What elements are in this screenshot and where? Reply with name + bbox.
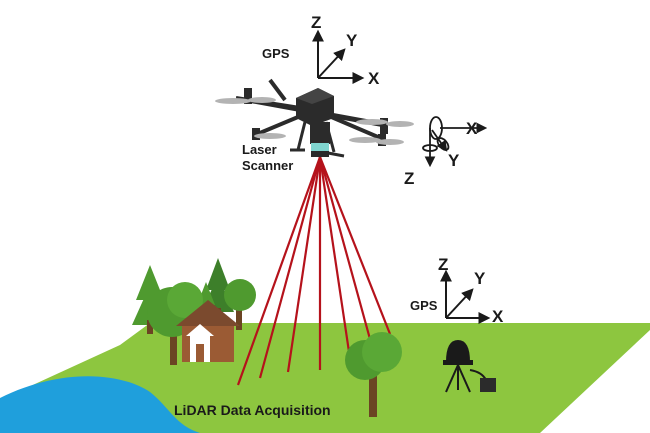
gps-base-station-icon — [443, 340, 496, 393]
ground-axes — [440, 269, 491, 324]
drone-axis-y: Y — [346, 31, 358, 50]
laser-beam — [318, 156, 392, 335]
drone-axes — [312, 29, 365, 84]
laser-beam — [286, 156, 322, 373]
laser-beam — [258, 156, 322, 379]
diagram-caption: LiDAR Data Acquisition — [174, 402, 331, 418]
water-body — [0, 376, 200, 433]
drone-axis-x: X — [368, 69, 380, 88]
house-icon — [176, 300, 240, 362]
imu-axis-x: X — [466, 119, 478, 138]
ground-axis-x: X — [492, 307, 504, 326]
imu-axis-y: Y — [448, 151, 460, 170]
laser-beams — [236, 156, 392, 386]
front-tree-icon — [345, 332, 402, 417]
laser-beam — [318, 156, 375, 351]
laser-scanner-label-line2: Scanner — [242, 158, 293, 173]
drone-gps-label: GPS — [262, 46, 290, 61]
imu-axes — [422, 116, 488, 168]
ground-axis-z: Z — [438, 255, 448, 274]
drone-icon — [215, 78, 414, 158]
laser-beam — [236, 156, 322, 386]
laser-scanner-icon — [310, 122, 330, 157]
laser-beam — [318, 156, 354, 373]
laser-scanner-label-line1: Laser — [242, 142, 277, 157]
drone-axis-z: Z — [311, 13, 321, 32]
imu-axis-z: Z — [404, 169, 414, 188]
ground-gps-label: GPS — [410, 298, 438, 313]
ground-axis-y: Y — [474, 269, 486, 288]
